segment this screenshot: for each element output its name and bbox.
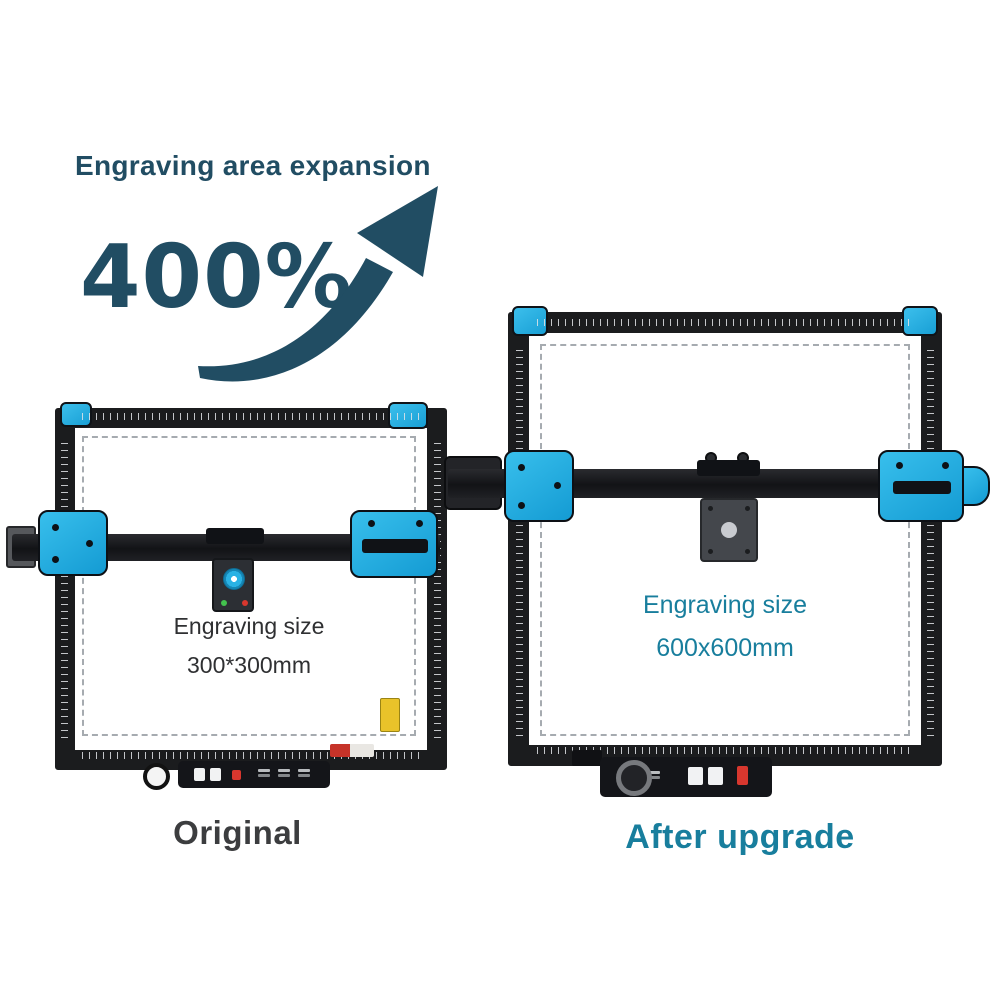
status-led-red bbox=[242, 600, 248, 606]
machine-upgraded: Engraving size 600x600mm After upgrade bbox=[444, 298, 1000, 878]
right-motor-housing bbox=[878, 450, 964, 522]
engraving-size-text: Engraving size bbox=[643, 591, 807, 619]
display-segment bbox=[210, 768, 221, 781]
panel-marking bbox=[648, 771, 660, 774]
screw-detail bbox=[86, 540, 93, 547]
screw-detail bbox=[518, 464, 525, 471]
screw-detail bbox=[708, 506, 713, 511]
panel-marking bbox=[278, 769, 290, 772]
left-motor-housing bbox=[504, 450, 574, 522]
ruler-ticks-bottom bbox=[537, 747, 913, 754]
machine-original: Engraving size 300*300mm Original bbox=[6, 400, 475, 870]
screw-detail bbox=[416, 520, 423, 527]
caption-after-upgrade: After upgrade bbox=[625, 818, 855, 856]
ruler-ticks-right bbox=[434, 442, 441, 738]
screw-detail bbox=[942, 462, 949, 469]
screw-detail bbox=[518, 502, 525, 509]
warning-label bbox=[380, 698, 400, 732]
power-knob bbox=[143, 763, 170, 790]
screw-detail bbox=[554, 482, 561, 489]
power-switch bbox=[737, 766, 748, 785]
motor-slot bbox=[893, 481, 951, 494]
screw-detail bbox=[745, 549, 750, 554]
screw-detail bbox=[52, 556, 59, 563]
laser-module bbox=[700, 498, 758, 562]
gantry-bracket bbox=[206, 528, 264, 544]
fan-icon bbox=[223, 568, 245, 590]
screw-detail bbox=[52, 524, 59, 531]
caption-original: Original bbox=[173, 814, 302, 851]
growth-arrow-icon bbox=[198, 186, 438, 382]
percentage-text: 400% bbox=[80, 226, 353, 328]
gantry-bracket bbox=[697, 460, 760, 476]
display-segment bbox=[688, 767, 703, 785]
engraving-area-outline bbox=[540, 344, 910, 736]
laser-module bbox=[212, 558, 254, 612]
status-led-green bbox=[221, 600, 227, 606]
panel-marking bbox=[298, 769, 310, 772]
ruler-ticks-left bbox=[61, 442, 68, 738]
ruler-ticks-bottom bbox=[82, 752, 422, 759]
brand-logo-icon bbox=[721, 522, 737, 538]
headline-text: Engraving area expansion bbox=[75, 150, 431, 181]
display-segment bbox=[194, 768, 205, 781]
right-motor-housing bbox=[350, 510, 438, 578]
screw-detail bbox=[745, 506, 750, 511]
engraving-area-outline bbox=[82, 436, 416, 736]
panel-marking bbox=[258, 769, 270, 772]
brand-sticker bbox=[330, 744, 374, 757]
power-knob bbox=[616, 760, 652, 796]
screw-detail bbox=[368, 520, 375, 527]
power-switch bbox=[232, 770, 241, 780]
engraving-size-value: 600x600mm bbox=[656, 633, 794, 662]
control-panel bbox=[178, 761, 330, 788]
ruler-ticks-top bbox=[82, 413, 422, 420]
screw-detail bbox=[708, 549, 713, 554]
ruler-ticks-top bbox=[537, 319, 913, 326]
engraving-size-label: Engraving size 600x600mm bbox=[540, 591, 910, 662]
motor-slot bbox=[362, 539, 428, 553]
ruler-ticks-left bbox=[516, 350, 523, 736]
engraving-size-value: 300*300mm bbox=[186, 652, 312, 679]
gantry-end-cap bbox=[960, 466, 990, 506]
frame-tab bbox=[572, 750, 602, 766]
engraving-size-text: Engraving size bbox=[173, 613, 325, 639]
screw-detail bbox=[896, 462, 903, 469]
ruler-ticks-right bbox=[927, 350, 934, 736]
left-motor-housing bbox=[38, 510, 108, 576]
display-segment bbox=[708, 767, 723, 785]
engraving-size-label: Engraving size 300*300mm bbox=[82, 613, 416, 679]
